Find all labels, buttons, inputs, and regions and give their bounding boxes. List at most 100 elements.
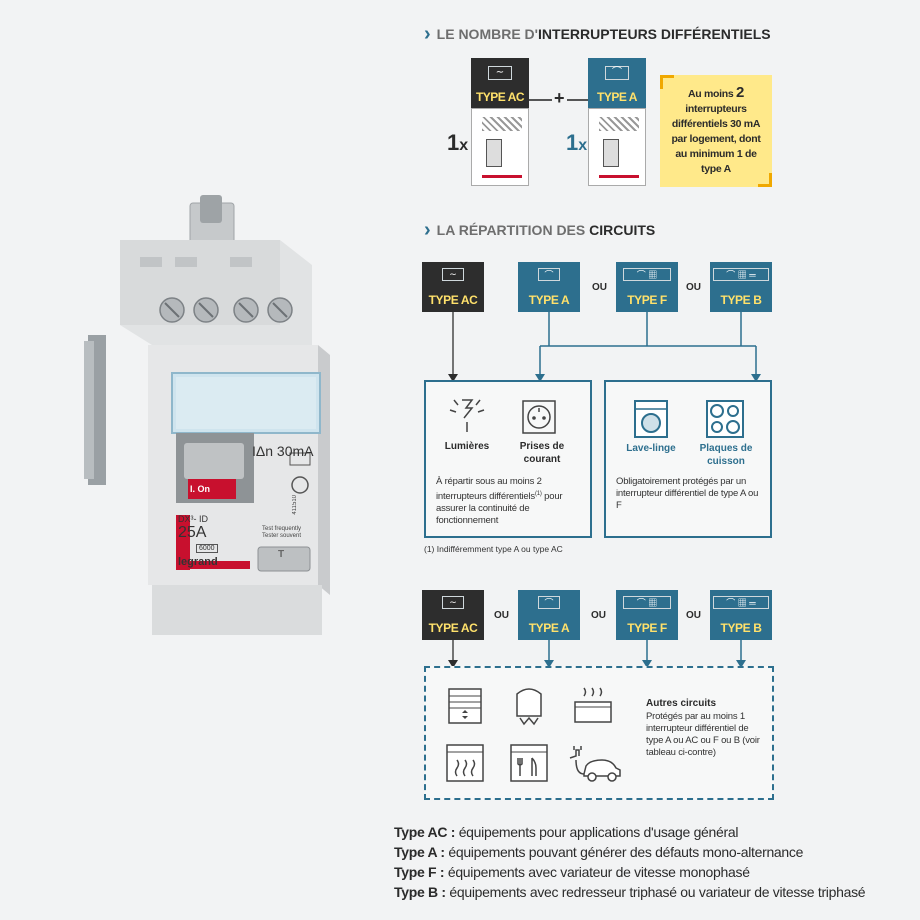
ou-separator: OU [494, 610, 509, 621]
type-box-ac: ∼ TYPE AC [422, 262, 484, 312]
product-test-text: Test frequently Tester souvent [262, 526, 302, 539]
half-wave-icon: ⌒ [538, 596, 560, 609]
legend-item: Type F : équipements avec variateur de v… [394, 862, 865, 882]
section1-heading-prefix: LE NOMBRE D' [436, 26, 539, 42]
breaker-typeac-label-box: ∼ TYPE AC [471, 58, 529, 108]
type-box-f-label: TYPE F [627, 621, 667, 635]
product-rating: 25A [178, 524, 207, 541]
count-typeac-number: 1 [447, 130, 460, 155]
dc-multi-icon: ⌒ ▦ ═ [713, 596, 769, 609]
water-heater-icon [516, 688, 542, 726]
sine-icon: ∼ [442, 596, 464, 609]
lights-outlets-text-cont: pour assurer la continuité de fonctionne… [436, 491, 563, 527]
type-box-a-label: TYPE A [528, 621, 570, 635]
type-box-a: ⌒ TYPE A [518, 590, 580, 640]
breaker-typeac-label: TYPE AC [475, 90, 525, 104]
cooktop-label: Plaques de cuisson [699, 443, 753, 467]
legend-item: Type A : équipements pouvant générer des… [394, 842, 865, 862]
section1-heading: › LE NOMBRE D'INTERRUPTEURS DIFFÉRENTIEL… [424, 23, 771, 45]
electric-car-icon [569, 746, 621, 782]
note-rest: interrupteurs différentiels 30 mA par lo… [671, 103, 761, 175]
product-model: DX³- ID [178, 514, 208, 524]
legend-desc: équipements avec variateur de vitesse mo… [447, 864, 750, 880]
power-outlet-icon [522, 400, 556, 434]
washer-hob-text: Obligatoirement protégés par un interrup… [616, 476, 759, 511]
sine-icon: ∼ [488, 66, 512, 80]
washer-label: Lave-linge [626, 443, 676, 454]
legend-desc: équipements avec redresseur triphasé ou … [449, 884, 866, 900]
type-box-f: ⌒ ▦ TYPE F [616, 590, 678, 640]
type-box-f: ⌒ ▦ TYPE F [616, 262, 678, 312]
cooktop-icon [706, 400, 744, 438]
product-test-button-label: T [278, 549, 285, 560]
lights-outlets-text-main: À répartir sous au moins 2 interrupteurs… [436, 476, 542, 503]
type-box-b-label: TYPE B [720, 621, 762, 635]
sine-icon: ∼ [442, 268, 464, 281]
section2-heading-prefix: LA RÉPARTITION DES [436, 222, 586, 238]
plus-sign: + [552, 88, 567, 109]
legend-desc: équipements pour applications d'usage gé… [458, 824, 739, 840]
ou-separator: OU [686, 610, 701, 621]
lights-label: Lumières [444, 441, 490, 452]
requirement-note: Au moins 2 interrupteurs différentiels 3… [660, 75, 772, 187]
legend-item: Type B : équipements avec redresseur tri… [394, 882, 866, 902]
legend-term: Type AC : [394, 824, 456, 840]
chevron-right-icon: › [424, 219, 431, 241]
type-box-f-label: TYPE F [627, 293, 667, 307]
lights-outlets-footnote-ref: (1) [534, 491, 542, 497]
breaker-typea-label-box: ⌒ TYPE A [588, 58, 646, 108]
type-box-b: ⌒ ▦ ═ TYPE B [710, 262, 772, 312]
circuit-box-other: Autres circuits Protégés par au moins 1 … [424, 666, 774, 800]
type-box-ac-label: TYPE AC [428, 621, 478, 635]
section2-heading-strong: CIRCUITS [589, 222, 656, 238]
shutter-icon [448, 688, 482, 724]
type-box-a: ⌒ TYPE A [518, 262, 580, 312]
type-box-a-label: TYPE A [528, 293, 570, 307]
oven-icon [446, 744, 484, 782]
half-wave-icon: ⌒ [605, 66, 629, 80]
count-typea: 1x [566, 130, 587, 156]
legend-item: Type AC : équipements pour applications … [394, 822, 865, 842]
ou-separator: OU [591, 610, 606, 621]
breaker-drawing [588, 108, 646, 186]
type-box-ac-label: TYPE AC [428, 293, 478, 307]
dc-multi-icon: ⌒ ▦ ═ [713, 268, 769, 281]
type-box-b: ⌒ ▦ ═ TYPE B [710, 590, 772, 640]
breaker-typeac: ∼ TYPE AC [471, 58, 529, 186]
legend-desc: équipements pouvant générer des défauts … [448, 844, 804, 860]
type-box-ac: ∼ TYPE AC [422, 590, 484, 640]
breaker-typea: ⌒ TYPE A [588, 58, 646, 186]
lightbulb-icon [449, 399, 485, 432]
ou-separator: OU [686, 282, 701, 293]
legend-term: Type F : [394, 864, 445, 880]
count-typea-number: 1 [566, 130, 579, 155]
count-typeac-x: x [459, 137, 469, 154]
note-number: 2 [736, 84, 745, 101]
breaker-typea-label: TYPE A [597, 90, 637, 104]
section1-heading-strong: INTERRUPTEURS DIFFÉRENTIELS [538, 26, 771, 42]
section2-heading: › LA RÉPARTITION DES CIRCUITS [424, 219, 656, 241]
footnote: (1) Indifféremment type A ou type AC [424, 544, 563, 554]
multi-frequency-icon: ⌒ ▦ [623, 596, 671, 609]
ou-separator: OU [592, 282, 607, 293]
legend-term: Type A : [394, 844, 445, 860]
count-typea-x: x [578, 137, 588, 154]
product-on-label: I. On [190, 484, 210, 494]
dishwasher-icon [510, 744, 548, 782]
type-box-b-label: TYPE B [720, 293, 762, 307]
product-sensitivity: IΔn 30mA [252, 443, 314, 459]
circuit-box-washer-hob: Lave-linge Plaques de cuisson Obligatoir… [604, 380, 772, 538]
breaker-drawing [471, 108, 529, 186]
circuit-box-lights-outlets: Lumières Prises de courant À répartir so… [424, 380, 592, 538]
note-line1: Au moins [687, 88, 734, 100]
count-typeac: 1x [447, 130, 468, 156]
other-circuits-text: Protégés par au moins 1 interrupteur dif… [646, 711, 760, 758]
outlets-label: Prises de courant [519, 441, 565, 465]
legend-term: Type B : [394, 884, 446, 900]
rcd-product-image [84, 195, 330, 635]
legend: Type AC : équipements pour applications … [394, 822, 866, 902]
chevron-right-icon: › [424, 23, 431, 45]
multi-frequency-icon: ⌒ ▦ [623, 268, 671, 281]
